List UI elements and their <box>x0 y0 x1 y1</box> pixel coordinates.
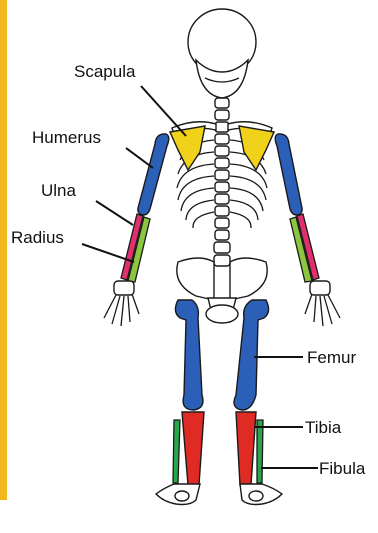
right-hand <box>305 281 340 326</box>
right-fibula <box>257 420 263 483</box>
radius-leader <box>82 244 134 262</box>
left-fibula <box>173 420 180 483</box>
left-femur <box>175 300 203 410</box>
left-scapula <box>170 126 205 170</box>
left-hand <box>104 281 139 326</box>
left-foot <box>156 484 200 505</box>
label-tibia: Tibia <box>305 418 342 437</box>
right-foot <box>240 484 282 505</box>
left-humerus <box>138 134 169 215</box>
right-tibia <box>236 412 256 485</box>
humerus-leader <box>126 148 153 168</box>
right-humerus <box>275 134 302 215</box>
label-femur: Femur <box>307 348 356 367</box>
scapula-leader <box>141 86 186 136</box>
label-humerus: Humerus <box>32 128 101 147</box>
spine <box>214 98 230 266</box>
label-ulna: Ulna <box>41 181 77 200</box>
right-scapula <box>239 126 274 170</box>
right-femur <box>234 300 269 410</box>
label-fibula: Fibula <box>319 459 366 478</box>
label-scapula: Scapula <box>74 62 136 81</box>
skull <box>188 9 256 98</box>
left-tibia <box>182 412 204 485</box>
label-radius: Radius <box>11 228 64 247</box>
ulna-leader <box>96 201 133 225</box>
